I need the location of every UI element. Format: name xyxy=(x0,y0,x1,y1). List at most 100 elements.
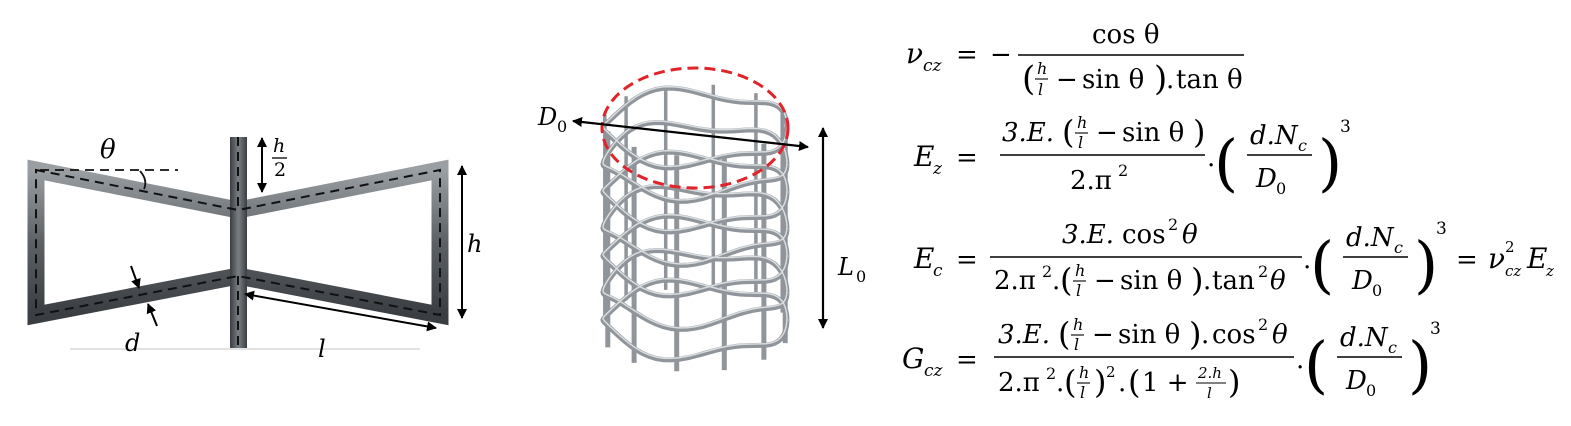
h-label: h xyxy=(467,230,482,258)
gcz-one-plus: 1 + xyxy=(1142,368,1189,398)
gcz-l3: l xyxy=(1207,384,1212,402)
ez-d0-sub: 0 xyxy=(1276,179,1286,198)
ec-lhs-sub: c xyxy=(933,261,943,281)
ec-sin: sin θ xyxy=(1120,266,1182,296)
nu-sin: sin θ xyxy=(1082,65,1144,95)
h-half-numerator: h xyxy=(273,135,285,157)
gcz-big-paren-open: ( xyxy=(1304,328,1328,401)
d-label: d xyxy=(125,329,140,357)
ez-d0-main: D xyxy=(1255,164,1277,194)
ez-lhs-sub: z xyxy=(932,159,943,179)
ec-l: l xyxy=(1076,281,1081,300)
gcz-lhs-main: G xyxy=(902,342,924,375)
gcz-dot-3: . xyxy=(1118,368,1126,398)
l-arrow xyxy=(244,290,437,332)
ec-theta-den: θ xyxy=(1270,266,1286,296)
gcz-paren-close: ) xyxy=(1189,315,1201,353)
ec-paren-open: ( xyxy=(1060,261,1072,299)
equation-circumferential-modulus: E c = 3.E. cos 2 θ 2.π 2 . ( h l − sin θ… xyxy=(913,215,1554,301)
nu-minus-2: − xyxy=(1056,65,1078,95)
nu-l: l xyxy=(1038,80,1043,99)
ec-dnc-sub: c xyxy=(1394,238,1403,257)
gcz-cos-sq: 2 xyxy=(1258,315,1268,334)
nu-dot: . xyxy=(1166,65,1174,95)
gcz-h: h xyxy=(1073,315,1083,334)
ec-rhs-nu-sub: cz xyxy=(1505,262,1521,280)
ec-tan: tan xyxy=(1212,266,1255,296)
ez-paren-open: ( xyxy=(1062,113,1074,151)
l0-label-sub: 0 xyxy=(856,267,866,286)
ec-theta-num: θ xyxy=(1182,220,1198,250)
ez-l: l xyxy=(1078,133,1083,152)
ez-equals: = xyxy=(956,143,978,173)
ec-rhs-nu: ν xyxy=(1488,242,1505,275)
ez-h: h xyxy=(1077,113,1087,132)
ez-cube: 3 xyxy=(1340,117,1351,137)
ec-d0-main: D xyxy=(1351,266,1373,296)
gcz-paren-open: ( xyxy=(1058,315,1070,353)
gcz-dot-4: . xyxy=(1296,345,1304,375)
gcz-paren2-open: ( xyxy=(1064,363,1076,401)
ec-dnc-main: d.N xyxy=(1346,223,1395,253)
gcz-dot-1: . xyxy=(1201,320,1209,350)
cylinder-ring-highlight xyxy=(602,248,788,329)
ez-big-paren-open: ( xyxy=(1214,126,1238,199)
nu-h: h xyxy=(1037,59,1047,78)
cylinder-ring-highlight xyxy=(602,213,788,296)
gcz-paren2-close: ) xyxy=(1094,363,1106,401)
ez-paren-close: ) xyxy=(1193,113,1205,151)
equation-axial-modulus: E z = 3.E. ( h l − sin θ ) 2.π 2 . ( d.N… xyxy=(913,113,1351,199)
ez-lhs-main: E xyxy=(913,140,934,173)
ez-coef: 3.E. xyxy=(1002,118,1054,148)
nu-lhs-sub: cz xyxy=(923,56,943,76)
ec-paren-close: ) xyxy=(1191,261,1203,299)
gcz-paren3-open: ( xyxy=(1128,363,1140,401)
d0-label-main: D xyxy=(537,103,557,131)
ec-cube: 3 xyxy=(1436,219,1447,239)
ec-equals-2: = xyxy=(1456,245,1478,275)
h-half-denominator: 2 xyxy=(274,159,286,181)
gcz-l2: l xyxy=(1080,383,1085,402)
ec-coef: 3.E. xyxy=(1062,220,1114,250)
gcz-denom-sq: 2 xyxy=(1046,364,1056,383)
d-arrow-bottom xyxy=(146,303,158,327)
nu-paren-close: ) xyxy=(1154,59,1167,99)
ez-minus: − xyxy=(1096,118,1118,148)
ec-denom-2pi: 2.π xyxy=(994,266,1036,296)
center-post xyxy=(230,137,247,348)
ez-denom-sq: 2 xyxy=(1118,161,1128,180)
ec-cos-sq: 2 xyxy=(1168,215,1178,234)
reentrant-cell-diagram: θ h 2 h d l xyxy=(27,135,482,363)
gcz-equals: = xyxy=(956,345,978,375)
nu-minus: − xyxy=(990,40,1012,70)
ec-h: h xyxy=(1075,261,1085,280)
d0-label-sub: 0 xyxy=(557,117,567,136)
equations-panel: ν cz = − cos θ ( h l − sin θ ) . tan θ E… xyxy=(902,20,1554,402)
gcz-theta-num: θ xyxy=(1272,320,1288,350)
ez-dnc-sub: c xyxy=(1298,136,1307,155)
ez-sin: sin θ xyxy=(1122,118,1184,148)
gcz-dnc-main: d.N xyxy=(1340,323,1389,353)
gcz-l: l xyxy=(1074,335,1079,354)
ez-dnc-main: d.N xyxy=(1250,121,1299,151)
d-arrow-top xyxy=(130,265,141,289)
ec-big-paren-open: ( xyxy=(1310,228,1334,301)
gcz-sin: sin θ xyxy=(1118,320,1180,350)
cylinder-ring-highlight xyxy=(602,149,788,232)
ez-dot: . xyxy=(1207,143,1215,173)
gcz-lhs-sub: cz xyxy=(924,361,944,381)
nu-numerator-cos: cos θ xyxy=(1092,20,1159,50)
auxetic-cylinder-diagram: D 0 L 0 xyxy=(537,66,866,372)
gcz-minus: − xyxy=(1092,320,1114,350)
ec-dot-1: . xyxy=(1052,266,1060,296)
nu-tan: tan θ xyxy=(1176,65,1243,95)
ez-denom-2pi: 2.π xyxy=(1070,166,1112,196)
ec-dot-3: . xyxy=(1303,245,1311,275)
gcz-big-paren-close: ) xyxy=(1408,328,1432,401)
gcz-d0-main: D xyxy=(1345,366,1367,396)
gcz-h2: h xyxy=(1079,363,1089,382)
ec-tan-sq: 2 xyxy=(1258,262,1268,281)
ec-dot-2: . xyxy=(1203,266,1211,296)
l-label: l xyxy=(318,335,326,363)
